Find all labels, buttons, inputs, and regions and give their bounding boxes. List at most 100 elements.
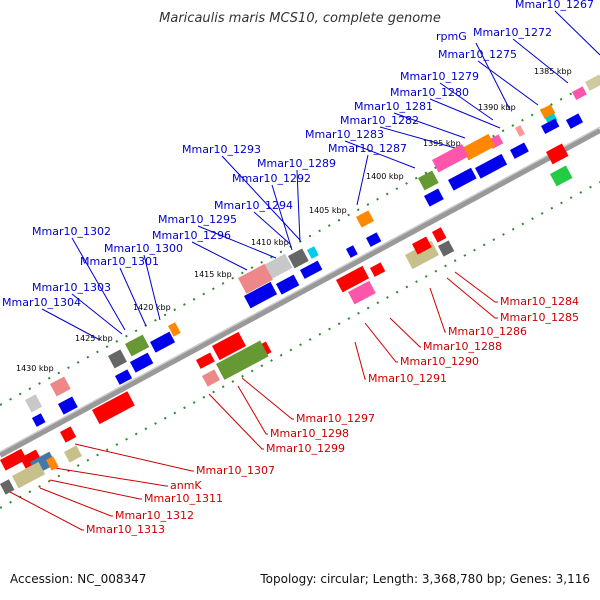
forward-gene-label[interactable]: Mmar10_1295	[158, 213, 237, 226]
gene-block[interactable]	[64, 445, 82, 463]
gene-block[interactable]	[412, 236, 432, 255]
reverse-gene-label[interactable]: Mmar10_1284	[500, 295, 579, 308]
forward-gene-label[interactable]: Mmar10_1279	[400, 70, 479, 83]
gene-block[interactable]	[366, 232, 382, 247]
gene-block[interactable]	[195, 352, 215, 369]
gene-block[interactable]	[424, 188, 444, 207]
gene-block[interactable]	[510, 142, 529, 159]
forward-leader-line	[356, 154, 369, 206]
gene-block[interactable]	[432, 144, 469, 173]
gene-block[interactable]	[355, 210, 374, 228]
reverse-gene-label[interactable]: Mmar10_1311	[144, 492, 223, 505]
forward-gene-label[interactable]: Mmar10_1303	[32, 281, 111, 294]
gene-block[interactable]	[107, 349, 127, 369]
gene-block[interactable]	[541, 118, 560, 134]
gene-block[interactable]	[212, 331, 246, 361]
gene-block[interactable]	[50, 376, 71, 397]
gene-block[interactable]	[550, 165, 573, 187]
gene-block[interactable]	[20, 449, 42, 469]
genome-backbone-highlight	[0, 126, 600, 453]
gene-block[interactable]	[243, 281, 278, 309]
gene-block[interactable]	[262, 253, 293, 281]
gene-block[interactable]	[572, 86, 587, 100]
forward-gene-label[interactable]: Mmar10_1293	[182, 143, 261, 156]
gene-block[interactable]	[448, 167, 477, 191]
kbp-marker: 1400 kbp	[366, 172, 404, 181]
gene-block[interactable]	[475, 153, 508, 179]
kbp-marker: 1410 kbp	[251, 238, 289, 247]
reverse-scale-track	[0, 181, 600, 509]
forward-leader-line	[429, 98, 501, 129]
gene-block[interactable]	[345, 245, 358, 258]
gene-block[interactable]	[348, 280, 376, 305]
gene-block[interactable]	[307, 246, 319, 259]
gene-block[interactable]	[565, 113, 584, 129]
gene-block[interactable]	[546, 143, 569, 165]
gene-block[interactable]	[168, 322, 181, 337]
gene-block[interactable]	[130, 352, 154, 373]
gene-block[interactable]	[149, 331, 176, 353]
reverse-gene-label[interactable]: Mmar10_1288	[423, 340, 502, 353]
forward-gene-label[interactable]: Mmar10_1294	[214, 199, 293, 212]
forward-gene-label[interactable]: Mmar10_1280	[390, 86, 469, 99]
gene-block[interactable]	[336, 265, 370, 293]
gene-block[interactable]	[369, 262, 386, 277]
reverse-gene-label[interactable]: Mmar10_1312	[115, 509, 194, 522]
forward-gene-label[interactable]: Mmar10_1272	[473, 26, 552, 39]
gene-block[interactable]	[0, 479, 15, 495]
gene-block[interactable]	[585, 74, 600, 91]
gene-block[interactable]	[202, 369, 220, 387]
gene-block[interactable]	[288, 248, 309, 269]
gene-block[interactable]	[276, 274, 300, 295]
forward-gene-label[interactable]: Mmar10_1304	[2, 296, 81, 309]
reverse-gene-label[interactable]: Mmar10_1307	[196, 464, 275, 477]
forward-gene-label[interactable]: Mmar10_1292	[232, 172, 311, 185]
reverse-gene-label[interactable]: Mmar10_1297	[296, 412, 375, 425]
gene-block[interactable]	[58, 396, 78, 415]
forward-gene-label[interactable]: Mmar10_1301	[80, 255, 159, 268]
map-title: Maricaulis maris MCS10, complete genome	[159, 11, 441, 26]
gene-block[interactable]	[438, 240, 455, 257]
gene-block[interactable]	[545, 113, 558, 126]
forward-leader-line	[191, 241, 248, 271]
reverse-gene-label[interactable]: Mmar10_1298	[270, 427, 349, 440]
gene-block[interactable]	[216, 340, 269, 380]
forward-gene-label[interactable]: Mmar10_1296	[152, 229, 231, 242]
reverse-gene-label[interactable]: Mmar10_1290	[400, 355, 479, 368]
forward-gene-label[interactable]: Mmar10_1287	[328, 142, 407, 155]
gene-block[interactable]	[114, 369, 133, 385]
reverse-gene-label[interactable]: Mmar10_1299	[266, 442, 345, 455]
gene-block[interactable]	[46, 456, 59, 471]
forward-gene-label[interactable]: rpmG	[436, 30, 467, 43]
gene-block[interactable]	[238, 263, 273, 294]
forward-gene-label[interactable]: Mmar10_1302	[32, 225, 111, 238]
gene-block[interactable]	[299, 260, 323, 279]
forward-gene-label[interactable]: Mmar10_1283	[305, 128, 384, 141]
reverse-gene-label[interactable]: Mmar10_1291	[368, 372, 447, 385]
reverse-gene-label[interactable]: anmK	[170, 479, 202, 492]
reverse-gene-label[interactable]: Mmar10_1285	[500, 311, 579, 324]
reverse-gene-label[interactable]: Mmar10_1286	[448, 325, 527, 338]
gene-block[interactable]	[418, 170, 439, 191]
gene-block[interactable]	[432, 227, 447, 243]
forward-gene-label[interactable]: Mmar10_1289	[257, 157, 336, 170]
forward-gene-label[interactable]: Mmar10_1275	[438, 48, 517, 61]
forward-gene-label[interactable]: Mmar10_1282	[340, 114, 419, 127]
gene-block[interactable]	[91, 391, 135, 425]
forward-leader-line	[143, 254, 161, 321]
forward-gene-label[interactable]: Mmar10_1267	[515, 0, 594, 11]
reverse-gene-label[interactable]: Mmar10_1313	[86, 523, 165, 536]
kbp-marker: 1425 kbp	[75, 334, 113, 343]
gene-block[interactable]	[24, 394, 43, 413]
gene-block[interactable]	[405, 240, 439, 270]
genome-summary-text: Topology: circular; Length: 3,368,780 bp…	[260, 572, 590, 586]
gene-block[interactable]	[12, 461, 46, 489]
forward-gene-label[interactable]: Mmar10_1300	[104, 242, 183, 255]
gene-block[interactable]	[514, 125, 525, 137]
gene-block[interactable]	[125, 334, 150, 357]
gene-block[interactable]	[60, 426, 77, 443]
gene-block[interactable]	[31, 413, 46, 427]
gene-block[interactable]	[461, 133, 496, 161]
forward-gene-label[interactable]: Mmar10_1281	[354, 100, 433, 113]
gene-block[interactable]	[0, 448, 27, 471]
